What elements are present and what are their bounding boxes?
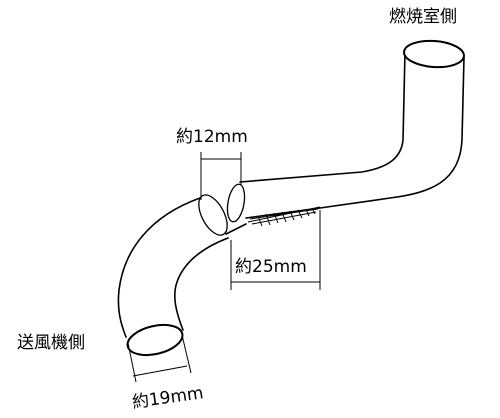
dim19-line (132, 365, 188, 377)
hose-lower-outer-edge (117, 197, 201, 338)
blower-opening (126, 323, 184, 357)
combustion-side-label: 燃焼室側 (389, 7, 457, 27)
hose-outline (117, 51, 465, 338)
dim19-ext-right (181, 334, 192, 374)
dimension-25mm: 約25mm (230, 210, 321, 290)
hose-slit-edge (225, 223, 247, 235)
cut-end-left (198, 194, 228, 236)
dimension-12mm: 約12mm (176, 127, 248, 200)
dim12-label: 約12mm (176, 127, 248, 147)
blower-side-label: 送風機側 (17, 333, 85, 353)
hose-top-right-edge (245, 56, 465, 219)
combustion-opening (403, 39, 465, 69)
dim25-label: 約25mm (235, 257, 307, 277)
cut-end-right (226, 183, 246, 223)
hose-lower-inner-edge (174, 237, 229, 331)
hose-top-left-edge (239, 51, 406, 183)
notch-hatch (247, 206, 321, 227)
dim19-label: 約19mm (131, 383, 205, 413)
